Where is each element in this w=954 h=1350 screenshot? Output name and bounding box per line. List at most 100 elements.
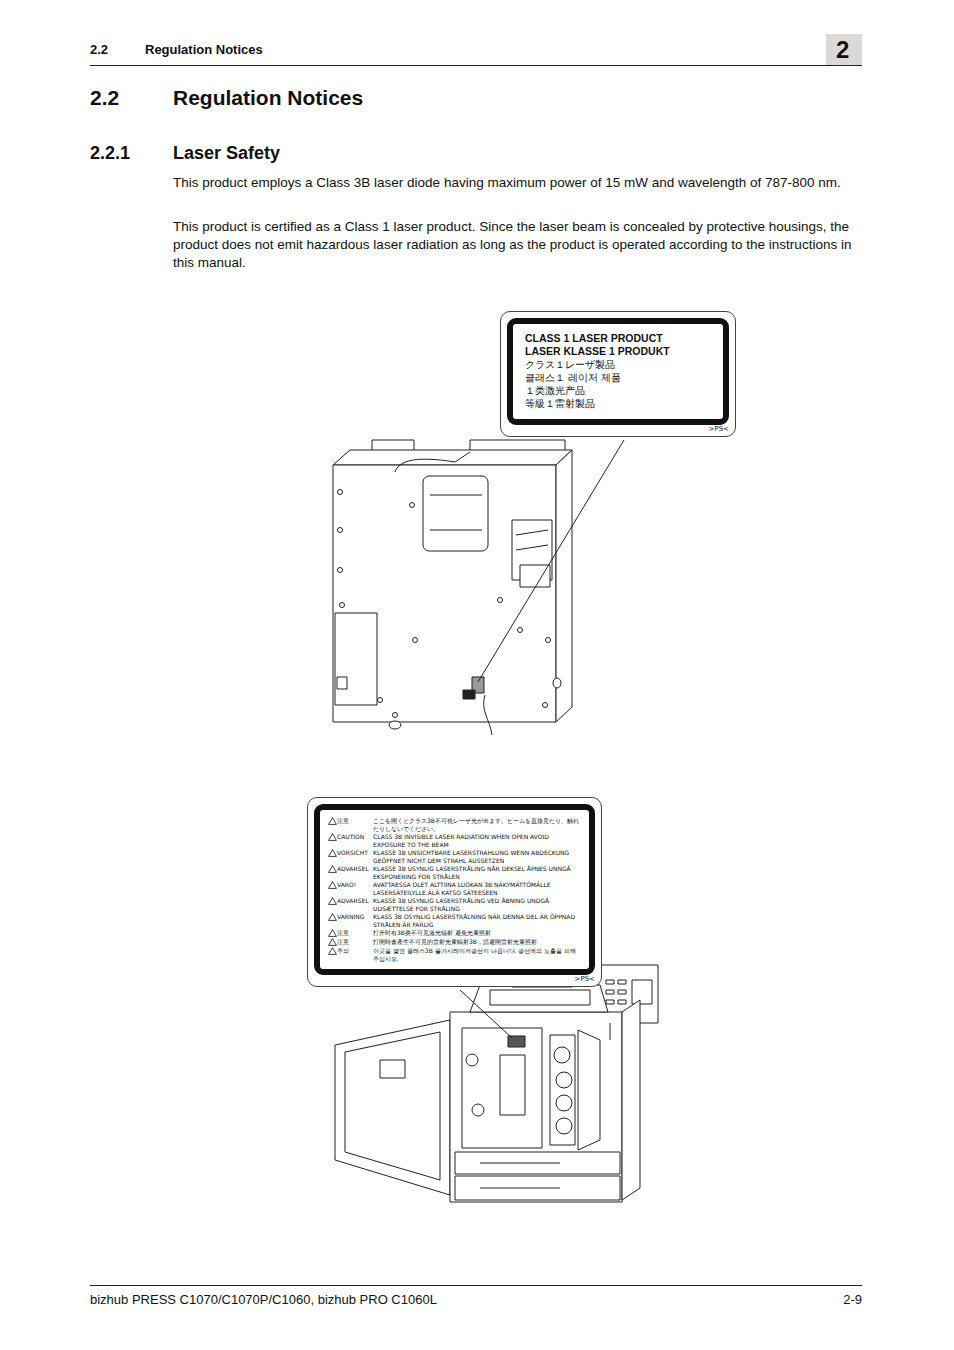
printer-rear-view <box>335 613 377 705</box>
warning-triangle <box>329 834 337 841</box>
printer-rear-view <box>518 628 523 633</box>
printer-front-open <box>550 1035 575 1145</box>
printer-rear-view <box>413 638 418 643</box>
printer-front-open <box>606 1000 614 1004</box>
printer-rear-view <box>430 530 482 531</box>
warning-word: CAUTION <box>337 833 373 841</box>
printer-rear-view <box>546 638 551 643</box>
warning-word: 注意 <box>337 938 373 946</box>
warning-word: VORSICHT <box>337 849 373 857</box>
warning-triangle <box>328 849 337 857</box>
printer-front-open <box>466 1054 478 1066</box>
body-paragraph: This product is certified as a Class 1 l… <box>173 218 863 272</box>
printer-front-open <box>335 965 658 1202</box>
printer-front-open <box>480 1188 560 1189</box>
printer-rear-view <box>430 495 482 496</box>
printer-front-open <box>470 985 608 1012</box>
printer-rear-view <box>484 695 492 735</box>
warning-row: ADVARSELKLASSE 3B USYNLIG LASERSTRÅLING … <box>328 897 581 912</box>
warning-triangle <box>329 939 337 946</box>
printer-rear-view <box>378 698 383 703</box>
printer-front-open <box>606 980 614 984</box>
warning-row: VORSICHTKLASSE 3B UNSICHTBARE LASERSTRAH… <box>328 849 581 864</box>
printer-rear-view <box>389 721 401 729</box>
printer-front-open <box>380 1060 405 1078</box>
page-rules <box>90 1285 862 1286</box>
warning-triangle <box>328 947 337 955</box>
warning-triangle <box>328 865 337 873</box>
warning-message: 打开时有3B类不可见激光辐射 避免光束照射 <box>373 929 581 937</box>
running-header-title: Regulation Notices <box>145 42 263 58</box>
warning-triangle <box>328 897 337 905</box>
printer-rear-view <box>516 545 548 550</box>
printer-front-open <box>622 1000 640 1200</box>
warning-message: KLASSE 3B USYNLIG LASERSTRÅLING VED ÅBNI… <box>373 897 581 912</box>
warning-message: KLASSE 3B UNSICHTBARE LASERSTRAHLUNG WEN… <box>373 849 581 864</box>
printer-rear-view <box>337 677 347 689</box>
warning-message: 打開時會產生不可見的雷射光束輻射3B，請避開雷射光束照射 <box>373 938 581 946</box>
warning-word: ADVARSEL <box>337 897 373 905</box>
printer-front-open <box>554 1047 570 1063</box>
printer-front-open <box>556 1095 572 1111</box>
warning-word: 注意 <box>337 929 373 937</box>
subsection-number: 2.2.1 <box>90 143 130 165</box>
printer-rear-view <box>338 528 343 533</box>
chapter-tab <box>826 34 862 65</box>
printer-rear-view <box>423 476 488 551</box>
warning-triangle <box>328 833 337 841</box>
printer-rear-view <box>333 465 556 722</box>
running-header-number: 2.2 <box>90 42 108 58</box>
warning-word: VARO! <box>337 881 373 889</box>
warning-row: CAUTIONCLASS 3B INVISIBLE LASER RADIATIO… <box>328 833 581 848</box>
printer-rear-view <box>543 703 548 708</box>
label-code: >PS< <box>507 425 729 434</box>
printer-front-open <box>556 1118 572 1134</box>
warning-message: KLASS 3B OSYNLIG LASERSTRÅLNING NÄR DENN… <box>373 913 581 928</box>
printer-rear-view <box>338 490 343 495</box>
printer-front-open <box>606 980 652 1004</box>
printer-rear-view <box>516 530 548 535</box>
warning-triangle <box>329 850 337 857</box>
label-code: >PS< <box>314 975 595 984</box>
warning-triangle <box>328 929 337 937</box>
warning-triangle <box>328 938 337 946</box>
printer-front-open <box>345 1032 440 1180</box>
printer-rear-view <box>520 565 550 587</box>
warning-word: 注意 <box>337 817 373 825</box>
plate-border: 注意ここを開くとクラス3B不可視レーザ光が出ます。ビームを直接見たり、触れたりし… <box>314 804 595 975</box>
label-line: 클래스１ 레이저 제품 <box>525 371 711 384</box>
warning-message: CLASS 3B INVISIBLE LASER RADIATION WHEN … <box>373 833 581 848</box>
warning-triangle <box>329 898 337 905</box>
printer-rear-view <box>395 452 470 472</box>
printer-front-open <box>618 980 626 984</box>
printer-front-open <box>455 1152 620 1174</box>
printer-front-open <box>500 1055 525 1115</box>
plate-border: CLASS 1 LASER PRODUCTLASER KLASSE 1 PROD… <box>507 318 729 425</box>
warning-row: 注意打开时有3B类不可见激光辐射 避免光束照射 <box>328 929 581 937</box>
printer-front-open <box>490 990 590 1005</box>
warning-triangle <box>329 866 337 873</box>
printer-front-open <box>606 990 614 994</box>
warning-row: 注意打開時會產生不可見的雷射光束輻射3B，請避開雷射光束照射 <box>328 938 581 946</box>
warning-triangle <box>328 913 337 921</box>
printer-front-open <box>462 1028 542 1148</box>
printer-rear-view <box>393 713 398 718</box>
warning-triangle <box>329 818 337 825</box>
printer-rear-view <box>463 690 475 699</box>
section-number: 2.2 <box>90 85 119 110</box>
warning-word: 주의 <box>337 947 373 955</box>
printer-rear-view <box>553 678 561 688</box>
warning-message: KLASSE 3B USYNLIG LASERSTRÅLING NÅR DEKS… <box>373 865 581 880</box>
page-rules <box>90 65 862 66</box>
printer-front-open <box>450 1012 622 1202</box>
label-line: １类激光产品 <box>525 384 711 397</box>
chapter-number: 2 <box>836 36 849 65</box>
warning-triangle <box>328 817 337 825</box>
body-paragraph: This product employs a Class 3B laser di… <box>173 174 863 192</box>
warning-message: 이곳을 열면 클래스3B 불가시레이저광선이 나옵니다. 광선에의 노출을 피해… <box>373 947 581 962</box>
printer-front-open <box>335 1020 450 1195</box>
printer-rear-view <box>340 603 345 608</box>
